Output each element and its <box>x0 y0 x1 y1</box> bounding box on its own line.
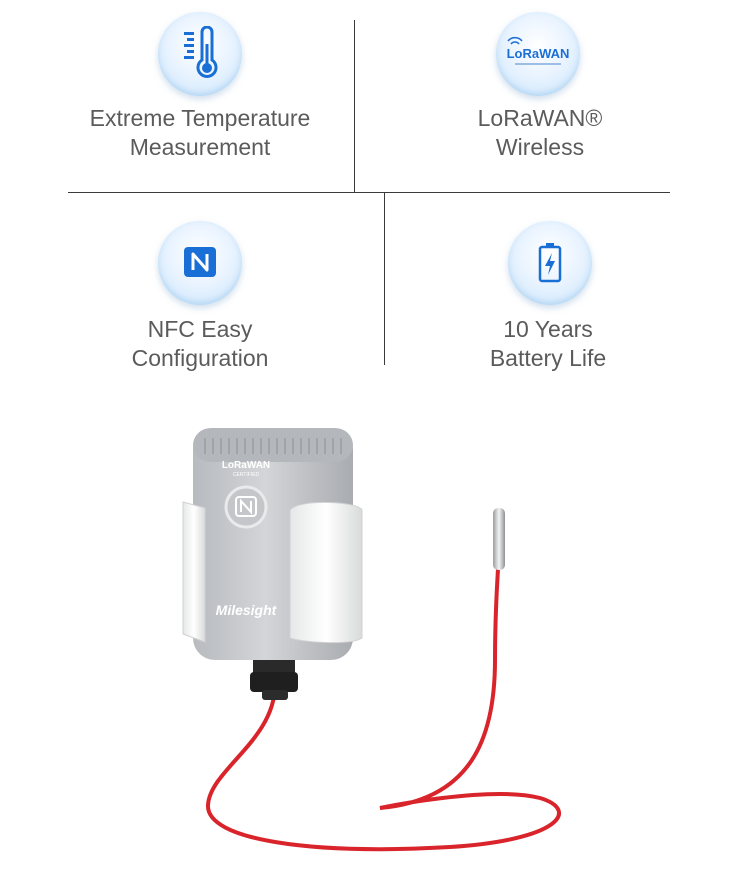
product-cert-label: LoRaWAN <box>222 460 270 471</box>
lorawan-logo-icon: LoRaWAN <box>496 12 580 96</box>
cable-gland <box>253 660 295 674</box>
svg-text:LoRaWAN: LoRaWAN <box>507 46 570 61</box>
feature-temperature-line1: Extreme Temperature <box>89 105 311 131</box>
feature-battery-line1: 10 Years <box>503 316 593 342</box>
product-cert-sub: CERTIFIED <box>233 472 260 478</box>
thermometer-icon <box>158 12 242 96</box>
sensor-cable <box>205 533 561 852</box>
feature-lorawan-line2: Wireless <box>495 134 585 160</box>
product-brand: Milesight <box>216 602 278 618</box>
battery-icon <box>508 221 592 305</box>
mount-clip-left <box>182 501 206 643</box>
feature-nfc-line1: NFC Easy <box>147 316 253 342</box>
nfc-icon <box>158 221 242 305</box>
probe-tip <box>493 508 505 570</box>
divider-vertical-bottom <box>384 193 385 365</box>
feature-lorawan-line1: LoRaWAN® <box>477 105 603 131</box>
divider-horizontal <box>68 192 670 193</box>
feature-temperature-line2: Measurement <box>129 134 271 160</box>
sensor-product-image: LoRaWAN CERTIFIED Milesight <box>182 428 561 852</box>
divider-vertical-top <box>354 20 355 192</box>
feature-nfc-line2: Configuration <box>131 345 269 371</box>
mount-clip-right <box>289 502 363 644</box>
feature-battery-line2: Battery Life <box>489 345 607 371</box>
